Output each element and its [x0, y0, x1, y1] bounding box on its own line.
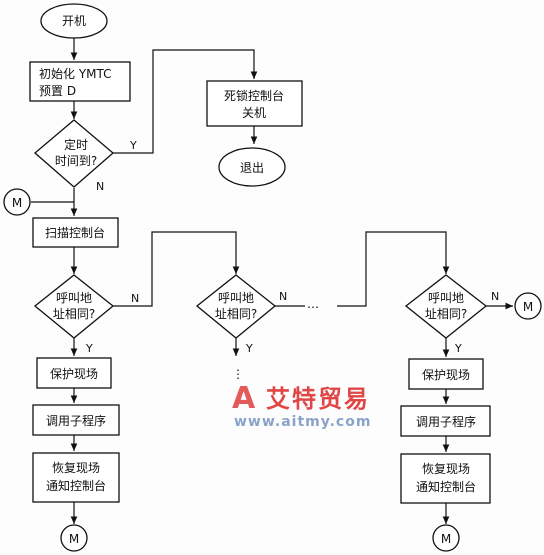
call-line2: 址相同? [215, 307, 257, 321]
protect-process-1 [36, 357, 112, 389]
connector-label: M [441, 532, 451, 546]
flow-arrow [113, 231, 240, 307]
connector-label: M [69, 532, 79, 546]
connector-label: M [523, 300, 533, 314]
connector-m [432, 524, 460, 552]
no-label: N [491, 290, 499, 303]
no-label: N [279, 290, 287, 303]
flow-arrow [337, 231, 450, 307]
subroutine-process-1 [32, 404, 120, 436]
restore-line2: 通知控制台 [416, 479, 476, 494]
subroutine-label: 调用子程序 [46, 413, 106, 428]
deadlock-line2: 关机 [242, 106, 266, 120]
call-decision-1 [33, 274, 115, 339]
init-line2: 预置 D [39, 84, 76, 98]
call-decision-n [404, 274, 488, 339]
connector-m [3, 188, 31, 216]
no-label: N [131, 292, 139, 305]
connector-m [60, 524, 88, 552]
yes-label: Y [245, 342, 253, 355]
connector-label: M [12, 196, 22, 210]
exit-label: 退出 [240, 161, 264, 175]
connector-m [514, 292, 542, 320]
restore-line1: 恢复现场 [52, 461, 100, 475]
start-label: 开机 [62, 14, 86, 28]
timer-line2: 时间到? [55, 154, 97, 168]
subroutine-label: 调用子程序 [416, 414, 476, 429]
watermark-logo-icon: A [232, 381, 256, 416]
start-terminal [40, 3, 108, 39]
subroutine-process-n [400, 405, 491, 437]
scan-process [32, 217, 119, 248]
init-line1: 初始化 YMTC [39, 67, 112, 81]
watermark-name: 艾特贸易 [266, 385, 370, 413]
restore-process-n [400, 453, 491, 504]
scan-label: 扫描控制台 [45, 225, 105, 240]
deadlock-process [206, 80, 303, 127]
call-line1: 呼叫地 [56, 291, 92, 305]
protect-process-n [408, 358, 484, 390]
restore-line2: 通知控制台 [46, 478, 106, 493]
exit-terminal [218, 147, 286, 187]
yes-label: Y [85, 342, 93, 355]
flow-arrow [113, 49, 258, 154]
no-label: N [96, 180, 104, 193]
call-line1: 呼叫地 [218, 291, 254, 305]
restore-line1: 恢复现场 [422, 462, 470, 476]
call-decision-2 [195, 274, 277, 339]
timer-line1: 定时 [64, 137, 88, 152]
call-line2: 址相同? [53, 307, 95, 321]
watermark: A 艾特贸易 www.aitmy.com [232, 382, 432, 442]
deadlock-line1: 死锁控制台 [224, 88, 284, 103]
ellipsis-horizontal: … [307, 297, 319, 311]
restore-process-1 [32, 452, 120, 503]
yes-label: Y [129, 139, 137, 152]
call-line2: 址相同? [425, 307, 467, 321]
protect-label: 保护现场 [422, 368, 470, 382]
watermark-url: www.aitmy.com [234, 414, 372, 430]
ellipsis-vertical: ⋮ [232, 367, 244, 381]
yes-label: Y [454, 342, 462, 355]
call-line1: 呼叫地 [428, 291, 464, 305]
timer-decision [34, 119, 114, 188]
init-process [29, 61, 131, 102]
protect-label: 保护现场 [50, 367, 98, 381]
